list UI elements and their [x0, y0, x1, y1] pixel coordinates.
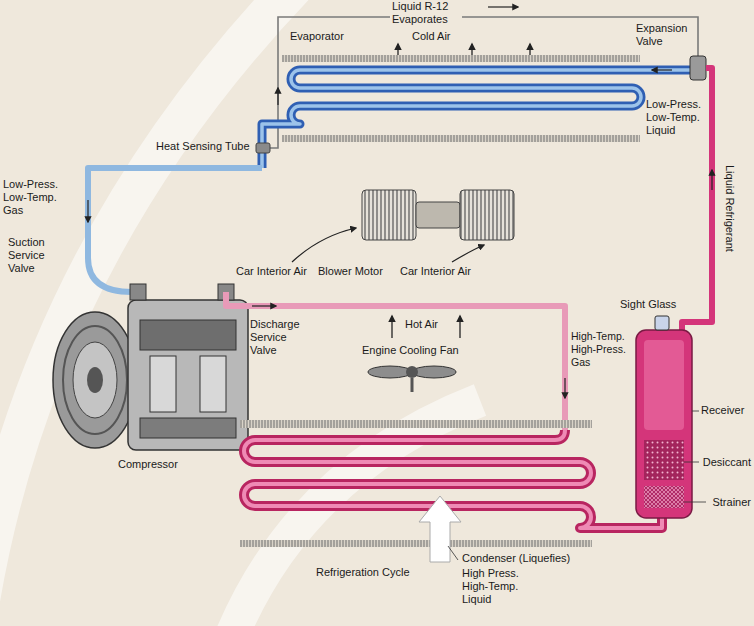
fan-hub [406, 366, 418, 378]
cold-air-arrow [397, 44, 398, 55]
leader-line [684, 462, 699, 463]
discharge-line [226, 292, 565, 430]
condenser [240, 420, 662, 562]
air-arrow [452, 245, 484, 262]
part-label: Low-Press. Low-Temp. Gas [3, 178, 69, 217]
heat-sensing-bulb [256, 143, 270, 153]
part-label: Hot Air [405, 318, 438, 331]
part-label: Car Interior Air [400, 265, 471, 278]
swoosh [230, 400, 480, 626]
leader-line [684, 502, 706, 503]
part-label: Car Interior Air [236, 265, 307, 278]
airflow-arrow [419, 496, 461, 562]
air-arrow [292, 228, 356, 262]
fan-shaft [411, 378, 414, 392]
suction-service-valve [130, 284, 146, 300]
part-label: Sight Glass [620, 298, 676, 311]
crankcase [140, 418, 236, 438]
blower-motor [292, 190, 514, 262]
strainer [644, 486, 684, 508]
part-label: Discharge Service Valve [250, 318, 308, 357]
flow-arrow [488, 6, 518, 7]
suction-line [88, 168, 262, 292]
watermark-swoosh [0, 0, 480, 626]
hot-air-arrow [391, 316, 392, 338]
fan-blade [412, 366, 456, 378]
sight-glass [655, 316, 669, 330]
flow-arrow [87, 200, 88, 222]
condenser-fins [240, 540, 592, 547]
part-label: Desiccant [703, 456, 751, 469]
compressor [53, 284, 248, 450]
expansion-valve [690, 56, 706, 80]
part-label: Liquid Refrigerant [723, 165, 736, 252]
compressor-body [128, 300, 248, 450]
receiver-body [636, 330, 692, 518]
hot-air-arrow [459, 316, 460, 338]
flow-arrow [711, 170, 712, 190]
part-label: Blower Motor [318, 265, 383, 278]
desiccant [644, 440, 684, 480]
receiver-interior [644, 340, 684, 430]
blower-drum [460, 190, 514, 240]
flow-arrow [252, 305, 276, 306]
part-label: Expansion Valve [636, 22, 692, 48]
caption: Refrigeration Cycle [316, 566, 410, 579]
blower-drum [362, 190, 416, 240]
capillary [270, 17, 698, 148]
condenser-fins [240, 420, 592, 428]
evaporator-fins [282, 135, 640, 142]
evaporator-fins [282, 55, 640, 62]
part-label: Low-Press. Low-Temp. Liquid [646, 98, 706, 137]
evaporator [256, 44, 690, 168]
cylinder-head [140, 320, 236, 350]
pulley-hub [73, 342, 117, 418]
receiver [636, 316, 706, 518]
part-label: Evaporator [290, 30, 344, 43]
motor [416, 202, 460, 228]
part-label: High Press. High-Temp. Liquid [462, 567, 526, 606]
part-label: Strainer [712, 496, 751, 509]
pulley [53, 312, 137, 448]
fan-blade [368, 366, 412, 378]
capillary-line [270, 7, 698, 148]
part-label: Compressor [118, 458, 178, 471]
evaporator-coil-highlight [262, 70, 690, 168]
cold-air-arrow [471, 44, 472, 55]
piston [150, 356, 176, 412]
flow-arrow [277, 88, 278, 105]
part-label: Heat Sensing Tube [156, 140, 250, 153]
leader-line [692, 411, 699, 412]
part-label: Suction Service Valve [8, 236, 58, 275]
flow-arrow [652, 69, 672, 70]
part-label: Condenser (Liquefies) [462, 552, 570, 565]
part-label: Receiver [701, 404, 744, 417]
leader-line [448, 546, 458, 560]
pulley-groove [63, 326, 127, 434]
part-label: Cold Air [412, 30, 451, 43]
cold-air-arrow [529, 44, 530, 55]
part-label: Liquid R-12 Evaporates [390, 0, 462, 26]
part-label: High-Temp. High-Press. Gas [571, 330, 631, 369]
part-label: Engine Cooling Fan [362, 344, 459, 357]
flow-arrow [564, 378, 565, 398]
piston [200, 356, 226, 412]
pulley-shaft [87, 367, 103, 393]
evaporator-coil [262, 70, 690, 168]
